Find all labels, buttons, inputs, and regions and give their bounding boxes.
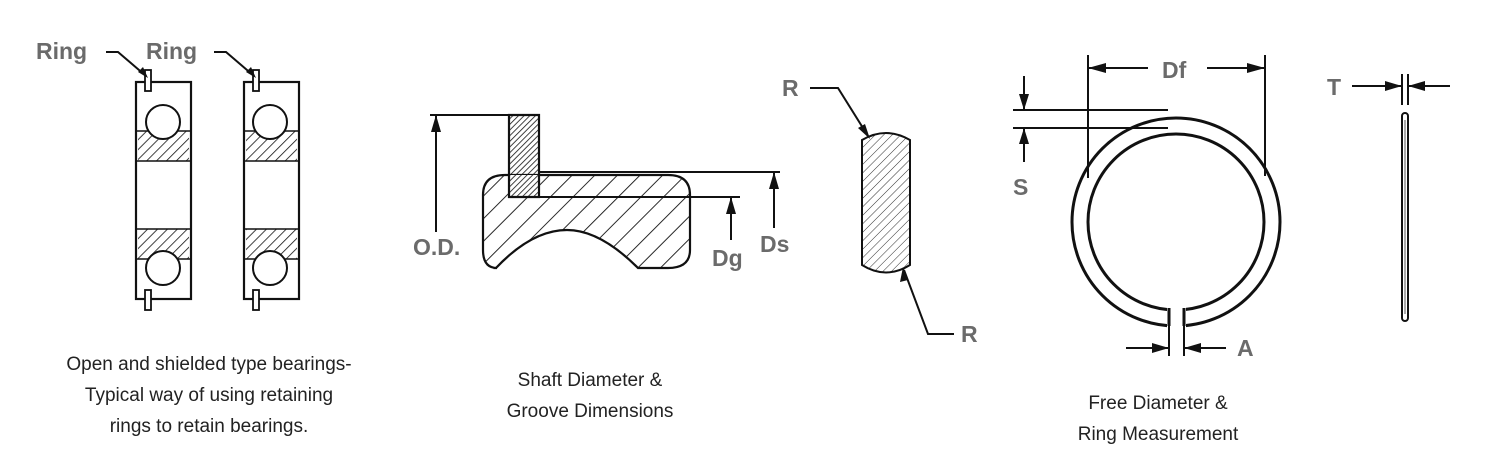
ring-dimension-lines xyxy=(1013,55,1266,356)
shaft-dimension-lines xyxy=(430,114,780,240)
shaft-groove-section xyxy=(481,113,692,270)
bearing-left xyxy=(134,69,193,311)
ring-leaders xyxy=(106,51,256,78)
section-thickness-label: S xyxy=(1013,174,1028,200)
radius-leaders xyxy=(810,87,954,335)
shaft-caption-line-1: Shaft Diameter & xyxy=(518,370,663,391)
ring-caption-line-1: Free Diameter & xyxy=(1088,393,1228,414)
radius-bottom-label: R xyxy=(961,321,978,347)
bearings-caption-line-1: Open and shielded type bearings- xyxy=(66,354,351,375)
bearing-right xyxy=(242,69,301,311)
retaining-ring-front-view xyxy=(1070,116,1282,330)
ring-caption-line-2: Ring Measurement xyxy=(1078,424,1239,445)
gap-label: A xyxy=(1237,335,1254,361)
radius-top-label: R xyxy=(782,75,799,101)
free-diameter-label: Df xyxy=(1162,57,1187,83)
ds-label: Ds xyxy=(760,231,789,257)
shaft-caption-line-2: Groove Dimensions xyxy=(507,401,674,422)
od-label: O.D. xyxy=(413,234,460,260)
ring-side-view xyxy=(1352,74,1450,322)
bearings-caption-line-3: rings to retain bearings. xyxy=(110,416,309,437)
dg-label: Dg xyxy=(712,245,743,271)
thickness-label: T xyxy=(1327,74,1341,100)
bearings-caption-line-2: Typical way of using retaining xyxy=(85,385,333,406)
ring-label-left: Ring xyxy=(36,38,87,64)
ring-cross-section xyxy=(861,132,911,274)
ring-label-right: Ring xyxy=(146,38,197,64)
